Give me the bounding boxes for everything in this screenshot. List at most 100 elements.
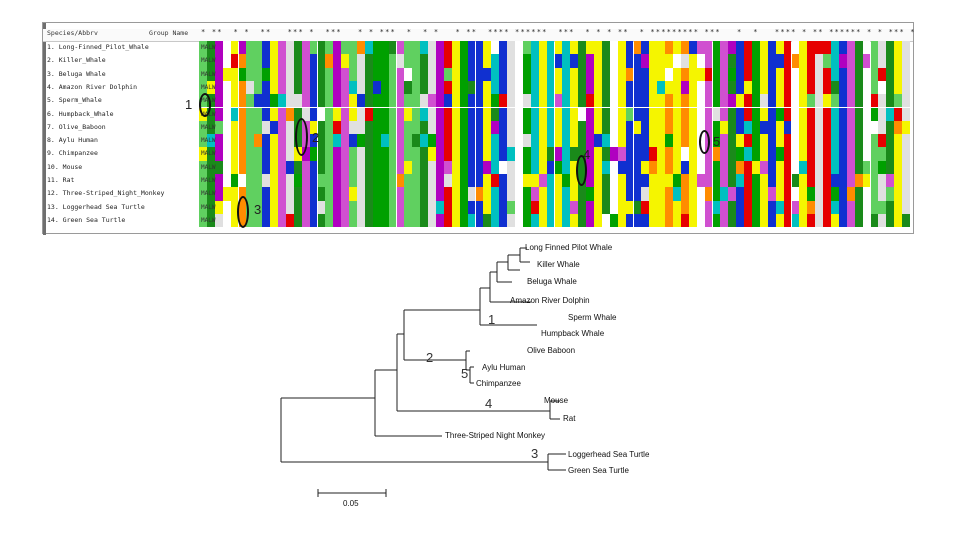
species-row-label[interactable]: 11. Rat [47,176,75,184]
residue-cell [736,94,745,108]
residue-cell [420,80,429,95]
species-row-label[interactable]: 4. Amazon River Dolphin [47,82,138,91]
residue-cell [451,54,460,68]
residue-cell [680,120,689,135]
residue-cell [396,120,405,135]
residue-cell [617,213,626,228]
residue-cell [372,94,381,108]
residue-cell [570,94,579,108]
residue-cell [270,94,278,108]
residue-cell [254,200,263,214]
residue-cell [696,67,705,81]
residue-cell [364,213,373,228]
residue-cell [507,160,515,174]
residue-cell [278,94,286,108]
residue-cell [404,80,413,95]
residue-cell [775,54,784,68]
residue-cell [601,147,610,161]
residue-cell [759,174,768,188]
residue-cell [712,107,721,121]
residue-cell [530,174,539,188]
residue-cell [783,174,792,188]
residue-cell [838,80,847,95]
residue-cell [838,160,847,174]
residue-cell [451,67,460,81]
sequence-prefix: MALW [201,70,216,78]
residue-cell [886,67,895,81]
residue-cell [720,134,729,148]
residue-cell [341,200,350,214]
residue-cell [396,94,405,108]
residue-cell [657,187,666,201]
residue-cell [570,67,579,81]
residue-cell [467,41,476,55]
residue-cell [688,160,697,174]
residue-cell [222,174,231,188]
species-row-label[interactable]: 3. Beluga Whale [47,69,106,78]
residue-cell [230,107,239,121]
species-row-label[interactable]: 14. Green Sea Turtle [47,215,126,224]
residue-cell [214,147,223,161]
residue-cell [823,107,831,121]
residue-cell [862,41,871,55]
residue-cell [831,120,839,135]
species-row-label[interactable]: 7. Olive_Baboon [47,122,106,131]
residue-cell [483,134,492,148]
tree-tip-label: Aylu Human [482,363,525,372]
species-row-label[interactable]: 12. Three-Striped_Night_Monkey [47,189,165,198]
residue-cell [846,80,855,95]
residue-cell [673,107,681,121]
residue-cell [673,213,681,228]
species-row-label[interactable]: 1. Long-Finned_Pilot_Whale [47,43,149,51]
residue-cell [673,187,681,201]
residue-cell [522,120,531,135]
residue-cell [538,160,547,174]
species-row-label[interactable]: 9. Chimpanzee [47,149,98,158]
residue-cell [696,200,705,214]
residue-cell [372,120,381,135]
tree-marker-4: 4 [485,396,492,411]
residue-cell [238,54,247,68]
species-row-label[interactable]: 8. Aylu Human [47,136,98,145]
residue-cell [270,160,278,174]
species-row-label[interactable]: 2. Killer_Whale [47,56,106,65]
species-row-label[interactable]: 5. Sperm_Whale [47,96,102,105]
residue-cell [815,41,824,55]
residue-cell [222,134,231,148]
residue-cell [546,200,555,214]
residue-cell [546,160,555,174]
residue-cell [570,160,579,174]
residue-cell [396,160,405,174]
residue-cell [744,54,752,68]
group-column-header[interactable]: Group Name [149,29,189,37]
residue-cell [388,160,397,174]
residue-cell [728,160,737,174]
residue-cell [649,160,658,174]
species-row-label[interactable]: 10. Mouse [47,162,83,171]
species-row-label[interactable]: 6. Humpback_Whale [47,109,114,118]
highlight-ellipse-5 [699,130,710,154]
residue-cell [862,134,871,148]
residue-cell [886,120,895,135]
residue-cell [475,147,484,161]
residue-cell [436,213,444,228]
residue-cell [680,107,689,121]
residue-cell [436,120,444,135]
residue-cell [862,120,871,135]
residue-cell [214,160,223,174]
residue-cell [499,134,508,148]
residue-cell [499,160,508,174]
residue-cell [775,160,784,174]
residue-cell [783,120,792,135]
residue-cell [775,147,784,161]
residue-cell [578,94,587,108]
residue-cell [538,200,547,214]
species-row-label[interactable]: 13. Loggerhead Sea Turtle [47,202,145,211]
species-column-header[interactable]: Species/Abbrv [47,29,98,37]
residue-cell [443,160,452,174]
residue-cell [704,160,713,174]
residue-cell [325,120,334,135]
residue-cell [491,213,500,228]
residue-cell [609,187,618,201]
residue-cell [262,187,271,201]
